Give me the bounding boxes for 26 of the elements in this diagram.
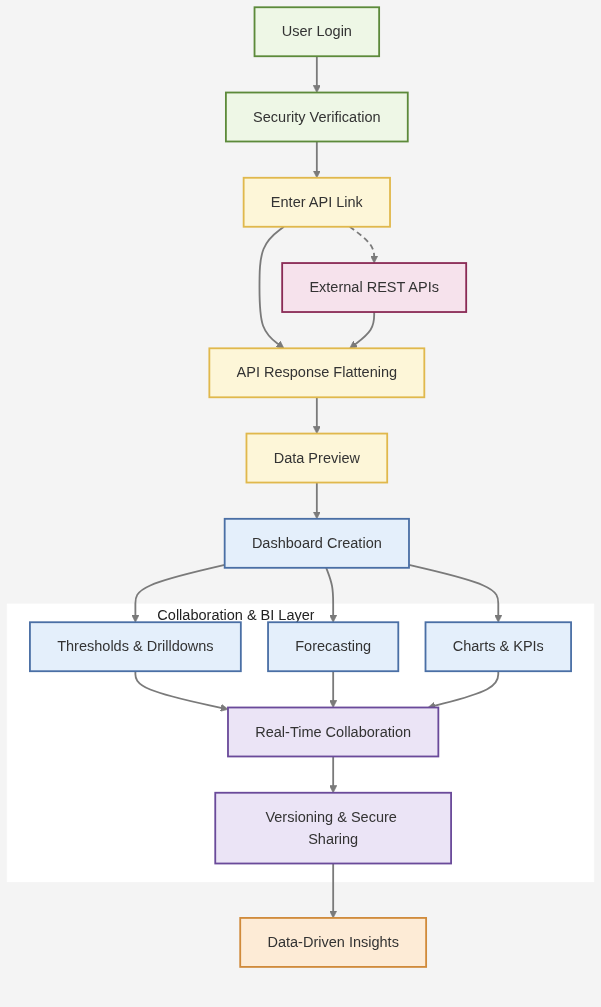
arrow	[312, 481, 321, 520]
arrow	[348, 225, 379, 264]
node-box: Data Preview	[245, 432, 389, 484]
node-box: Charts & KPIs	[424, 621, 572, 673]
arrow	[329, 670, 338, 708]
arrow	[325, 566, 338, 623]
node-box: Versioning & Secure Sharing	[214, 791, 452, 865]
node-box: Real-Time Collaboration	[227, 706, 440, 758]
node-box: User Login	[253, 6, 381, 58]
node-box: Thresholds & Drilldowns	[29, 621, 242, 673]
arrow	[312, 55, 321, 93]
node-box: Forecasting	[267, 621, 400, 673]
node-box: Security Verification	[225, 91, 409, 143]
arrow	[312, 396, 321, 434]
arrow	[329, 755, 338, 794]
node-box: Enter API Link	[242, 176, 391, 228]
node-box: External REST APIs	[281, 262, 468, 313]
arrow	[349, 311, 376, 349]
arrow	[312, 140, 321, 179]
node-box: Dashboard Creation	[223, 517, 410, 569]
arrow	[258, 225, 285, 349]
node-box: API Response Flattening	[208, 347, 426, 399]
arrow	[408, 564, 503, 623]
arrow	[329, 862, 338, 919]
node-box: Data-Driven Insights	[239, 917, 428, 968]
arrow	[134, 670, 229, 712]
